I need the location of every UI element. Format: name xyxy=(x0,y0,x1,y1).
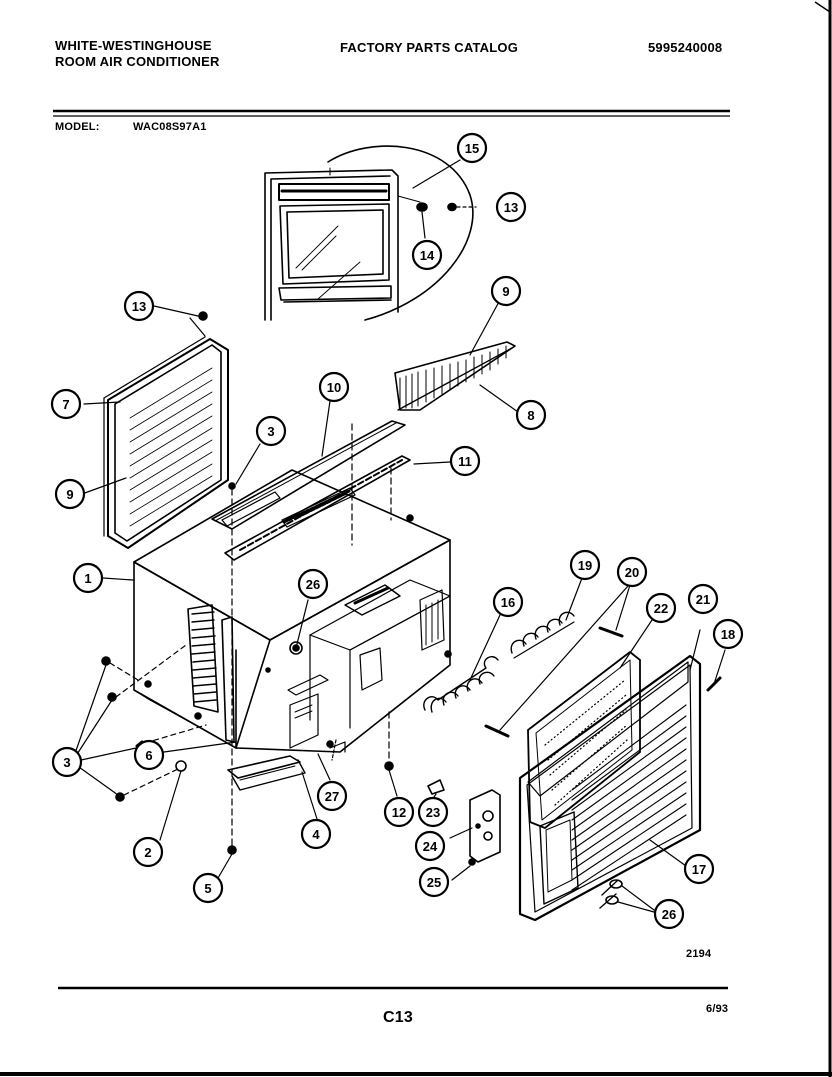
callout-22: 22 xyxy=(645,592,677,624)
part-25 xyxy=(451,799,476,881)
svg-text:12: 12 xyxy=(392,805,406,820)
knob-23 xyxy=(427,779,445,801)
svg-text:27: 27 xyxy=(325,789,339,804)
screw-3-top xyxy=(228,443,261,846)
front-grille-21 xyxy=(518,629,702,922)
inset-screw-13 xyxy=(447,202,477,212)
svg-text:26: 26 xyxy=(662,907,676,922)
page-number: C13 xyxy=(383,1009,413,1026)
svg-text:6: 6 xyxy=(145,748,152,763)
svg-text:15: 15 xyxy=(465,141,479,156)
svg-text:23: 23 xyxy=(426,805,440,820)
callout-13-inset: 13 xyxy=(495,191,527,223)
callout-23: 23 xyxy=(417,796,449,828)
callout-20: 20 xyxy=(616,556,648,588)
callout-2: 2 xyxy=(132,836,164,868)
callout-26-top: 26 xyxy=(297,568,329,600)
louver-clips-19 xyxy=(510,577,583,659)
svg-text:19: 19 xyxy=(578,558,592,573)
svg-text:21: 21 xyxy=(696,592,710,607)
control-plate-24 xyxy=(449,789,501,863)
svg-text:3: 3 xyxy=(63,755,70,770)
callout-5: 5 xyxy=(192,872,224,904)
callout-3-top: 3 xyxy=(255,415,287,447)
model-label: MODEL: xyxy=(55,121,100,133)
callout-27: 27 xyxy=(316,780,348,812)
model-number: WAC08S97A1 xyxy=(133,121,207,133)
callout-9-left: 9 xyxy=(54,478,86,510)
part-12 xyxy=(384,711,398,797)
catalog-title: FACTORY PARTS CATALOG xyxy=(340,40,519,55)
svg-text:2: 2 xyxy=(144,845,151,860)
front-panel-inset xyxy=(264,145,474,321)
callout-16: 16 xyxy=(492,586,524,618)
callout-17: 17 xyxy=(683,853,715,885)
brand-line-1: WHITE-WESTINGHOUSE xyxy=(55,38,212,53)
callout-4: 4 xyxy=(300,818,332,850)
callout-24: 24 xyxy=(414,830,446,862)
svg-text:26: 26 xyxy=(306,577,320,592)
drawing-code: 2194 xyxy=(686,948,712,960)
callout-14: 14 xyxy=(411,239,443,271)
callout-10: 10 xyxy=(318,371,350,403)
svg-text:11: 11 xyxy=(458,454,472,469)
callout-6: 6 xyxy=(133,739,165,771)
svg-text:7: 7 xyxy=(62,397,69,412)
callout-12: 12 xyxy=(383,796,415,828)
callout-9-right: 9 xyxy=(490,275,522,307)
scan-corner-mark xyxy=(814,1,831,13)
svg-text:13: 13 xyxy=(504,200,518,215)
screws-3 xyxy=(71,644,207,802)
svg-text:3: 3 xyxy=(267,424,274,439)
callout-18: 18 xyxy=(712,618,744,650)
svg-text:9: 9 xyxy=(66,487,73,502)
left-side-grille xyxy=(103,311,229,549)
svg-text:10: 10 xyxy=(327,380,341,395)
svg-text:16: 16 xyxy=(501,595,515,610)
svg-text:17: 17 xyxy=(692,862,706,877)
svg-text:22: 22 xyxy=(654,601,668,616)
callout-8: 8 xyxy=(515,399,547,431)
callout-1: 1 xyxy=(72,562,104,594)
svg-text:24: 24 xyxy=(423,839,438,854)
svg-text:1: 1 xyxy=(84,571,91,586)
svg-text:18: 18 xyxy=(721,627,735,642)
callout-15: 15 xyxy=(456,132,488,164)
top-rail-10 xyxy=(211,420,406,530)
part-2 xyxy=(159,760,187,841)
screws-20 xyxy=(484,584,631,738)
brand-line-2: ROOM AIR CONDITIONER xyxy=(55,54,220,69)
clips-26 xyxy=(599,879,655,913)
svg-text:5: 5 xyxy=(204,881,211,896)
cabinet-1 xyxy=(133,469,452,753)
screw-18 xyxy=(706,649,726,692)
callout-25: 25 xyxy=(418,866,450,898)
callout-13: 13 xyxy=(123,290,155,322)
footer-date: 6/93 xyxy=(706,1003,729,1015)
right-louver xyxy=(394,341,516,411)
svg-text:9: 9 xyxy=(502,284,509,299)
svg-text:8: 8 xyxy=(527,408,534,423)
base-pan-4 xyxy=(227,755,306,791)
callout-11: 11 xyxy=(449,445,481,477)
svg-text:25: 25 xyxy=(427,875,441,890)
callout-7: 7 xyxy=(50,388,82,420)
svg-text:13: 13 xyxy=(132,299,146,314)
louver-clips-16 xyxy=(423,614,501,713)
svg-text:20: 20 xyxy=(625,565,639,580)
callout-labels: 15 13 14 13 9 7 9 10 3 11 8 1 26 16 19 2… xyxy=(50,132,744,930)
callout-3-left: 3 xyxy=(51,746,83,778)
svg-text:14: 14 xyxy=(420,248,435,263)
callout-19: 19 xyxy=(569,549,601,581)
svg-text:4: 4 xyxy=(312,827,320,842)
catalog-number: 5995240008 xyxy=(648,40,723,55)
callout-26-bottom: 26 xyxy=(653,898,685,930)
part-5 xyxy=(217,845,237,879)
callout-21: 21 xyxy=(687,583,719,615)
inset-screw-14 xyxy=(416,202,428,212)
filter-22 xyxy=(527,613,657,829)
